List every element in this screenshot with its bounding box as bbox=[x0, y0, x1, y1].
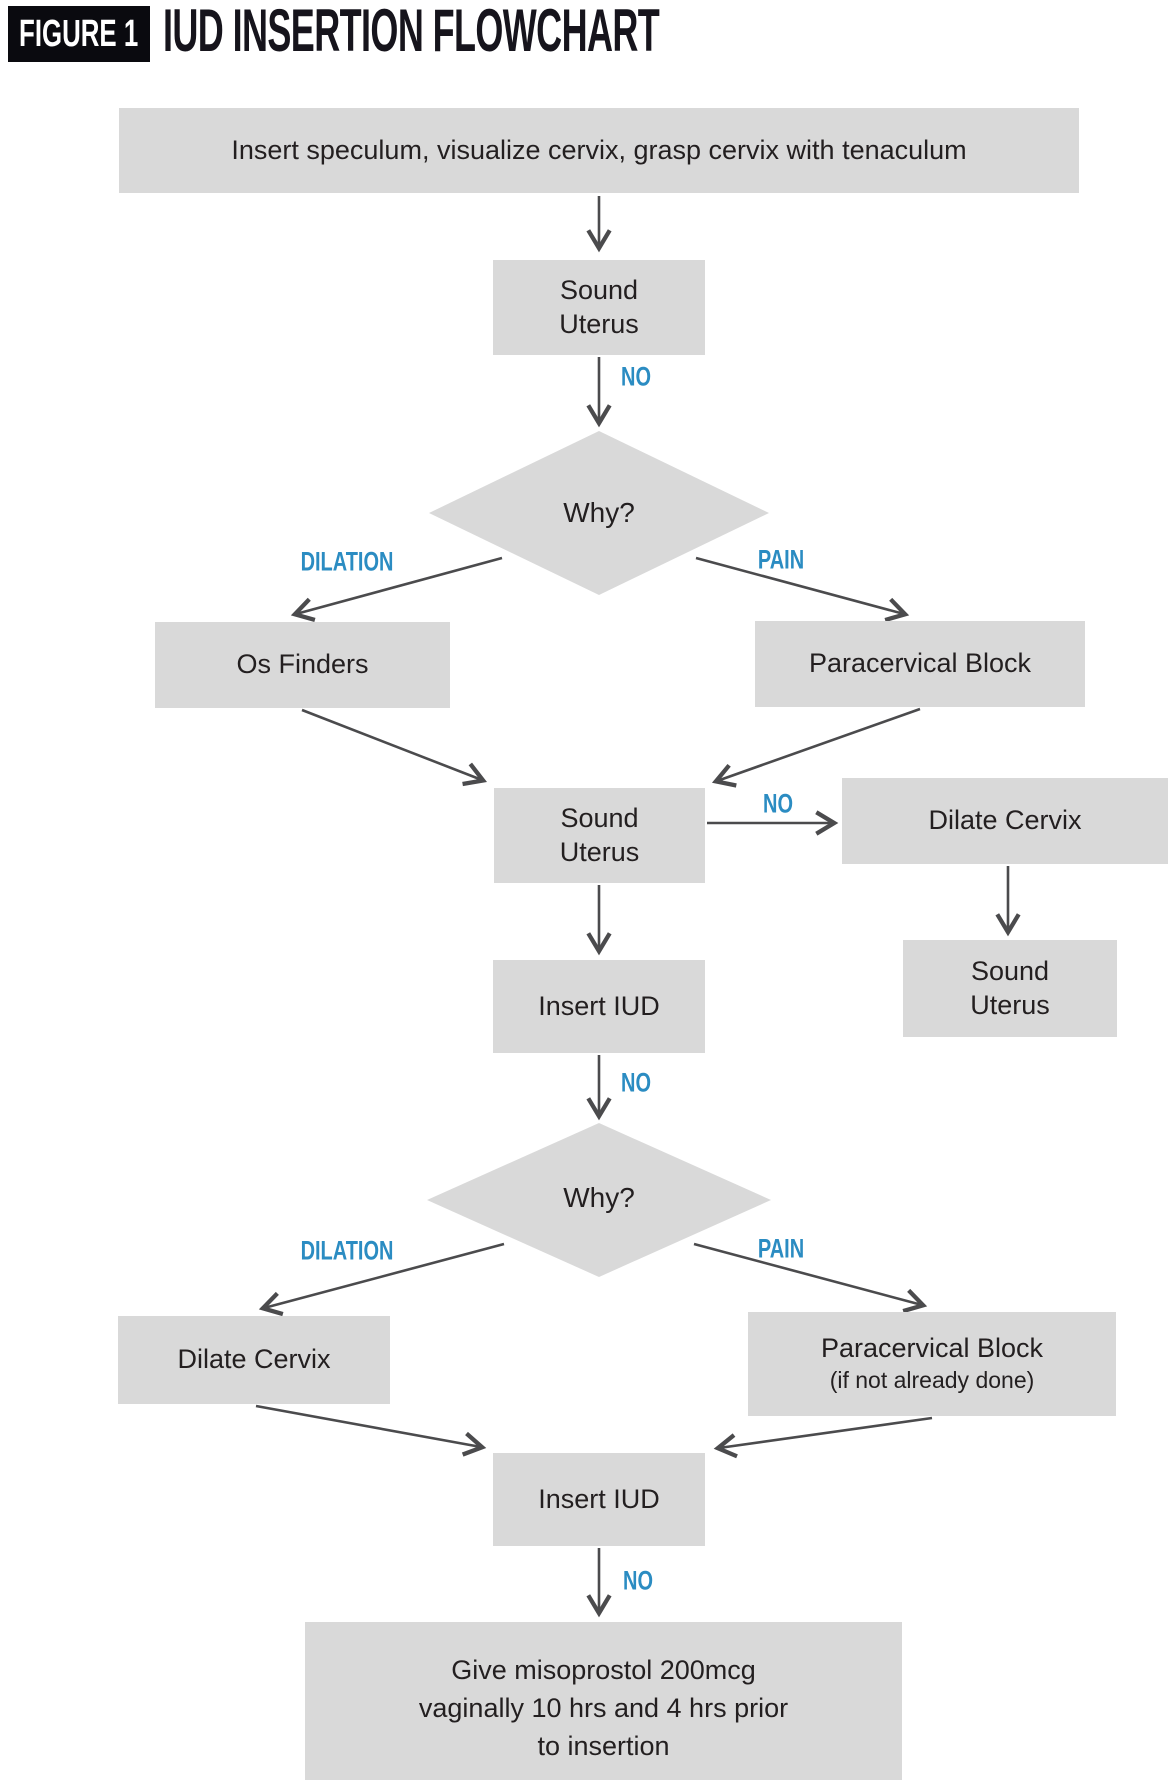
arrow-why2-pain-to-paracervical-2 bbox=[693, 1242, 928, 1314]
node-sound-uterus-3: Sound Uterus bbox=[903, 940, 1117, 1037]
node-sound-uterus-2: Sound Uterus bbox=[494, 788, 705, 883]
node-why-1-label: Why? bbox=[563, 497, 635, 528]
arrow-dilate-cervix-2-to-insert-iud-2 bbox=[255, 1404, 487, 1457]
edge-label-no-4: NO bbox=[623, 1565, 653, 1596]
node-dilate-cervix-1: Dilate Cervix bbox=[842, 778, 1168, 864]
node-insert-iud-1: Insert IUD bbox=[493, 960, 705, 1053]
edge-label-no-2: NO bbox=[763, 788, 793, 819]
decision-diamond-why-2 bbox=[427, 1123, 771, 1277]
edge-label-dilation-1: DILATION bbox=[300, 546, 394, 577]
figure-tag-label: FIGURE 1 bbox=[19, 13, 139, 55]
decision-diamond-why-1 bbox=[429, 431, 769, 595]
node-insert-speculum: Insert speculum, visualize cervix, grasp… bbox=[119, 108, 1079, 193]
arrow-os-finders-to-sound-uterus-2 bbox=[301, 708, 487, 787]
node-paracervical-block-2: Paracervical Block (if not already done) bbox=[748, 1312, 1116, 1416]
arrow-paracervical-2-to-insert-iud-2 bbox=[713, 1416, 933, 1459]
edge-label-pain-2: PAIN bbox=[757, 1233, 805, 1264]
figure-tag: FIGURE 1 bbox=[8, 6, 150, 62]
node-paracervical-block-1: Paracervical Block bbox=[755, 621, 1085, 707]
node-why-2-label: Why? bbox=[563, 1182, 635, 1213]
edge-label-pain-1: PAIN bbox=[757, 544, 805, 575]
node-misoprostol: Give misoprostol 200mcg vaginally 10 hrs… bbox=[305, 1622, 902, 1780]
node-os-finders: Os Finders bbox=[155, 622, 450, 708]
arrow-why1-pain-to-paracervical bbox=[695, 556, 910, 623]
node-insert-iud-2: Insert IUD bbox=[493, 1453, 705, 1546]
node-sound-uterus-1: Sound Uterus bbox=[493, 260, 705, 355]
arrow-paracervical-to-sound-uterus-2 bbox=[711, 707, 921, 788]
arrow-why2-dilation-to-dilate-cervix-2 bbox=[258, 1242, 505, 1317]
node-dilate-cervix-2: Dilate Cervix bbox=[118, 1316, 390, 1404]
edge-label-no-3: NO bbox=[621, 1067, 651, 1098]
edge-label-dilation-2: DILATION bbox=[300, 1235, 394, 1266]
edge-label-no-1: NO bbox=[621, 361, 651, 392]
figure-title: IUD INSERTION FLOWCHART bbox=[163, 0, 660, 64]
arrow-why1-dilation-to-os-finders bbox=[290, 556, 503, 623]
